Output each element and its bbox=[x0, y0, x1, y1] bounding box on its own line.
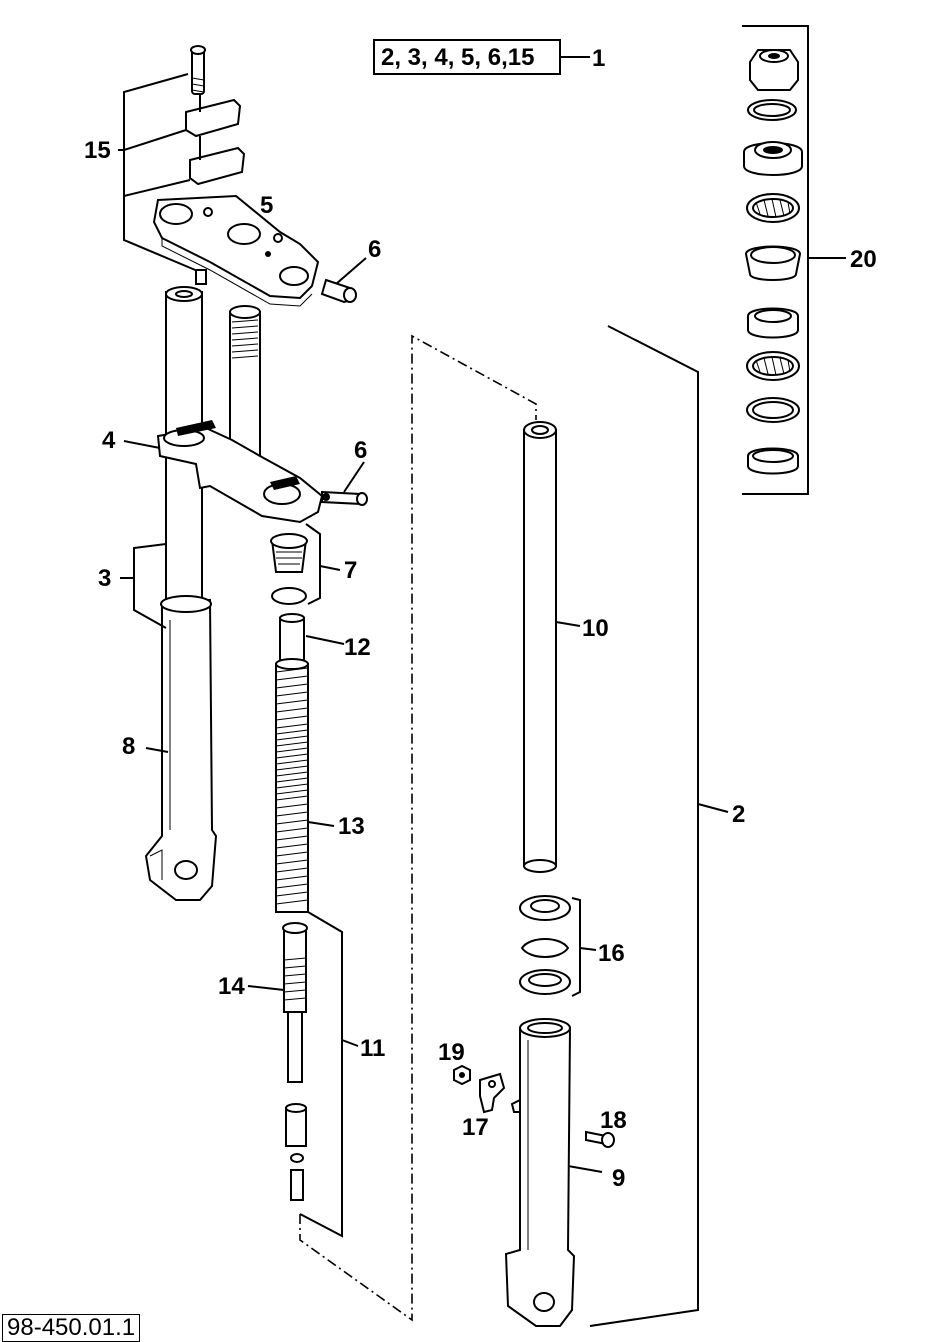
lower-clamp bbox=[189, 146, 246, 186]
callout-12: 12 bbox=[344, 634, 371, 661]
fork-seal-set bbox=[519, 895, 597, 997]
callout-17: 17 bbox=[462, 1114, 489, 1141]
brake-line-holder bbox=[479, 1072, 506, 1114]
callout-7: 7 bbox=[344, 557, 357, 584]
hose-clamp-nut bbox=[453, 1064, 471, 1086]
outer-fork-leg bbox=[504, 1018, 603, 1327]
assembly-path bbox=[299, 334, 537, 1322]
upper-triple-clamp bbox=[152, 194, 320, 307]
assembly-box-label: 2, 3, 4, 5, 6,15 bbox=[381, 44, 534, 71]
clamp-nut bbox=[195, 269, 207, 285]
callout-20: 20 bbox=[850, 246, 877, 273]
damper-rod bbox=[247, 922, 308, 1201]
callout-8: 8 bbox=[122, 733, 135, 760]
drawing-number: 98-450.01.1 bbox=[2, 1314, 141, 1342]
callout-2-frame bbox=[589, 325, 699, 1327]
clamp-bolt-upper bbox=[320, 257, 367, 304]
callout-3-bracket: 3 bbox=[98, 543, 167, 629]
callout-3: 3 bbox=[98, 565, 111, 592]
callout-15: 15 bbox=[84, 137, 111, 164]
callout-6-lower: 6 bbox=[354, 437, 367, 464]
callout-11-bracket: 11 bbox=[299, 911, 385, 1238]
handlebar-clamp-assembly bbox=[185, 45, 246, 186]
callout-10: 10 bbox=[582, 615, 609, 642]
fork-cap bbox=[270, 523, 341, 605]
fork-spring bbox=[275, 658, 335, 913]
spacer-tube bbox=[279, 613, 345, 661]
callout-9: 9 bbox=[612, 1165, 625, 1192]
callout-14: 14 bbox=[218, 973, 245, 1000]
callout-19: 19 bbox=[438, 1039, 465, 1066]
steering-bearing-kit bbox=[742, 25, 846, 495]
axle-clamp-bolt bbox=[585, 1130, 615, 1148]
clamp-bolt-lower bbox=[321, 461, 368, 506]
assembly-reference: 2, 3, 4, 5, 6,15 1 bbox=[373, 39, 605, 75]
callout-13: 13 bbox=[338, 813, 365, 840]
lower-triple-clamp bbox=[156, 305, 324, 524]
callout-18: 18 bbox=[600, 1107, 627, 1134]
inner-fork-tube bbox=[523, 421, 581, 873]
callout-15-bracket: 15 bbox=[84, 73, 201, 273]
callout-16: 16 bbox=[598, 940, 625, 967]
upper-clamp bbox=[185, 98, 242, 138]
callout-11: 11 bbox=[360, 1035, 385, 1062]
assembly-box bbox=[373, 39, 561, 75]
callout-2: 2 bbox=[732, 801, 745, 828]
assembled-fork-leg bbox=[144, 286, 218, 901]
callout-6-upper: 6 bbox=[368, 236, 381, 263]
callout-4: 4 bbox=[102, 427, 116, 454]
callout-5: 5 bbox=[260, 192, 273, 219]
callout-1: 1 bbox=[592, 45, 605, 72]
